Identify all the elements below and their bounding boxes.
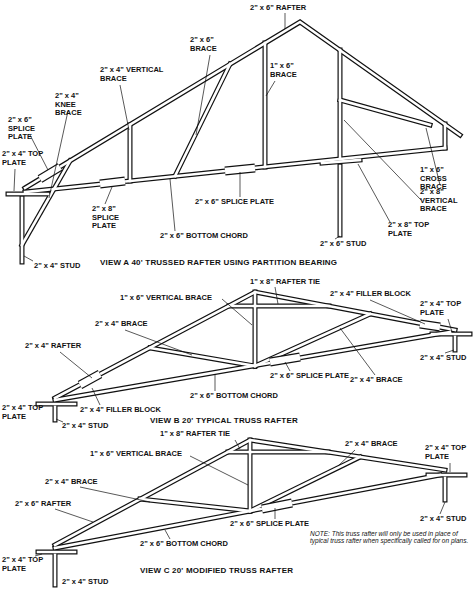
part-label: 2" x 4" STUD [420,354,466,363]
part-label: 2" x 4" BRACE [45,478,98,487]
splice-plate-fill [40,167,440,509]
part-label: 2" x 6" BOTTOM CHORD [140,540,228,549]
part-label: 2" x 4" TOP PLATE [2,404,48,421]
part-label: 2" x 4" STUD [34,262,80,271]
note-text: NOTE: This truss rafter will only be use… [310,530,470,545]
part-label: 2" x 4" KNEE BRACE [55,92,99,118]
part-label: 2" x 4" BRACE [345,440,398,449]
part-label: 2" x 6" BOTTOM CHORD [190,392,278,401]
part-label: 2" x 4" TOP PLATE [2,150,46,167]
part-label: 2" x 8" VERTICAL BRACE [420,188,472,214]
part-label: 2" x 4" STUD [62,422,108,431]
part-label: 1" x 6" BRACE [270,62,310,79]
view-title: VIEW C 20' MODIFIED TRUSS RAFTER [140,566,293,575]
part-label: 2" x 6" SPLICE PLATE [270,372,349,381]
part-label: 1" x 8" RAFTER TIE [250,278,320,287]
part-label: 2" x 8" TOP PLATE [388,221,433,238]
part-label: 2" x 4" STUD [62,578,108,587]
part-label: 1" x 8" RAFTER TIE [160,430,230,439]
part-label: 2" x 4" BRACE [350,376,403,385]
part-label: 2" x 4" STUD [420,515,466,524]
part-label: 2" x 4" RAFTER [25,342,81,351]
part-label: 2" x 6" BRACE [190,36,230,53]
part-label: 2" x 6" SPLICE PLATE [8,116,52,142]
part-label: 2" x 4" TOP PLATE [2,556,50,573]
leader-lines [14,13,454,556]
part-label: 2" x 6" SPLICE PLATE [195,198,274,207]
part-label: 2" x 4" VERTICAL BRACE [100,66,170,83]
part-label: 2" x 4" FILLER BLOCK [330,290,411,299]
part-label: 2" x 4" FILLER BLOCK [80,406,161,415]
truss-member-outline [8,22,470,585]
part-label: 2" x 4" TOP PLATE [425,444,471,461]
part-label: 2" x 8" SPLICE PLATE [92,205,136,231]
splice-plate-outline [40,167,440,509]
part-label: 2" x 6" RAFTER [250,4,306,13]
part-label: 2" x 6" RAFTER [15,500,71,509]
view-title: VIEW B 20' TYPICAL TRUSS RAFTER [150,416,298,425]
truss-member-fill [8,22,470,585]
part-label: 2" x 4" BRACE [95,320,148,329]
part-label: 2" x 6" STUD [320,240,366,249]
part-label: 2" x 6" BOTTOM CHORD [160,232,248,241]
part-label: 1" x 6" VERTICAL BRACE [120,294,212,303]
part-label: 2" x 4" TOP PLATE [420,300,470,317]
part-label: 1" x 6" VERTICAL BRACE [90,450,182,459]
view-title: VIEW A 40' TRUSSED RAFTER USING PARTITIO… [100,258,337,267]
part-label: 2" x 6" SPLICE PLATE [230,520,309,529]
